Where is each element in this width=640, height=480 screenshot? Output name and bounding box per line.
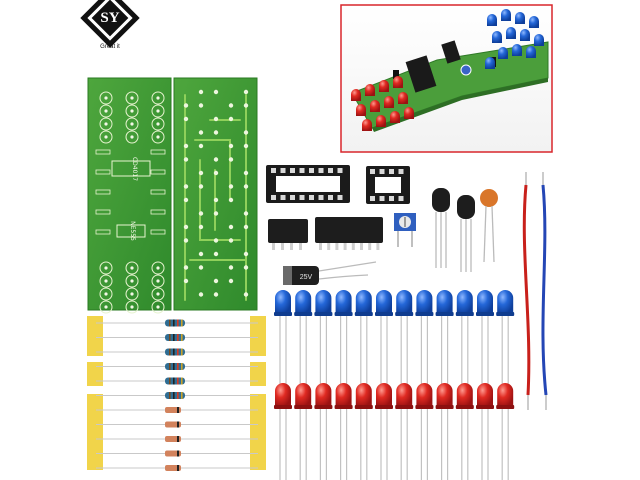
- red-led: [314, 383, 333, 480]
- diode: [96, 421, 258, 428]
- inset-blue-led: [526, 46, 536, 58]
- inset-blue-led: [501, 9, 511, 21]
- inset-blue-led: [487, 14, 497, 26]
- inset-blue-led: [512, 44, 522, 56]
- inset-blue-led: [492, 31, 502, 43]
- red-led: [455, 383, 474, 480]
- inset-red-led: [398, 92, 408, 104]
- pcb-ic2-label: NE555: [129, 221, 136, 241]
- electrolytic-capacitor: 25V: [283, 261, 377, 285]
- diode: [96, 450, 258, 457]
- blue-led: [294, 290, 313, 388]
- inset-red-led: [362, 119, 372, 131]
- inset-blue-led: [520, 29, 530, 41]
- inset-red-led: [393, 76, 403, 88]
- inset-red-led: [370, 100, 380, 112]
- brand-logo: SY Great it: [80, 0, 140, 50]
- logo-letters: SY: [100, 10, 119, 26]
- blue-led: [435, 290, 454, 388]
- inset-blue-led: [515, 12, 525, 24]
- logo-tagline: Great it: [100, 44, 120, 50]
- inset-red-led: [356, 104, 366, 116]
- inset-blue-led: [485, 57, 495, 69]
- inset-red-led: [376, 115, 386, 127]
- resistor: [96, 377, 258, 385]
- inset-blue-led: [529, 16, 539, 28]
- capacitor-voltage-label: 25V: [300, 274, 313, 281]
- inset-red-led: [404, 107, 414, 119]
- blue-led: [274, 290, 292, 388]
- blue-led: [496, 290, 515, 388]
- assembled-board-inset: [340, 4, 553, 153]
- inset-red-led: [365, 84, 375, 96]
- ceramic-capacitor: [480, 189, 498, 263]
- resistor: [96, 392, 258, 399]
- jumper-wire-red: [522, 172, 531, 410]
- blue-led-row: [274, 290, 515, 388]
- resistor: [96, 348, 258, 356]
- diode: [96, 465, 258, 471]
- inset-blue-led: [498, 47, 508, 59]
- red-led: [476, 383, 494, 480]
- red-led: [294, 383, 313, 480]
- jumper-wire-blue: [541, 172, 548, 410]
- blue-led: [375, 290, 393, 388]
- red-led: [395, 383, 414, 480]
- trimmer-potentiometer: [394, 213, 416, 247]
- resistor: [96, 363, 258, 370]
- blue-led: [314, 290, 333, 388]
- pcb-back-board: [173, 77, 258, 311]
- blue-led: [476, 290, 494, 388]
- red-led: [274, 383, 292, 480]
- ic-socket-8pin: [366, 166, 410, 204]
- inset-blue-led: [506, 27, 516, 39]
- resistor: [96, 334, 258, 341]
- red-led: [435, 383, 454, 480]
- blue-led: [455, 290, 474, 388]
- transistor-1: [432, 188, 450, 268]
- red-led: [496, 383, 515, 480]
- inset-red-led: [379, 80, 389, 92]
- inset-red-led: [384, 96, 394, 108]
- blue-led: [415, 290, 434, 388]
- diode: [96, 436, 258, 442]
- ic-socket-16pin: [266, 165, 350, 203]
- red-led-row: [274, 383, 515, 480]
- red-led: [334, 383, 353, 480]
- pcb-ic1-label: CD4017: [131, 157, 138, 181]
- inset-blue-led: [534, 34, 544, 46]
- blue-led: [395, 290, 414, 388]
- pcb-front-board: CD4017 NE555: [87, 77, 172, 314]
- blue-led: [334, 290, 353, 388]
- diode: [96, 407, 258, 413]
- red-led: [415, 383, 434, 480]
- ic-chip-ne555: [268, 219, 308, 250]
- resistor: [96, 319, 258, 327]
- inset-red-led: [390, 111, 400, 123]
- blue-led: [354, 290, 373, 388]
- ic-chip-cd4017: [315, 217, 383, 250]
- transistor-2: [457, 195, 475, 272]
- inset-red-led: [351, 89, 361, 101]
- red-led: [354, 383, 373, 480]
- resistor-tape-strip: [87, 316, 266, 471]
- red-led: [375, 383, 393, 480]
